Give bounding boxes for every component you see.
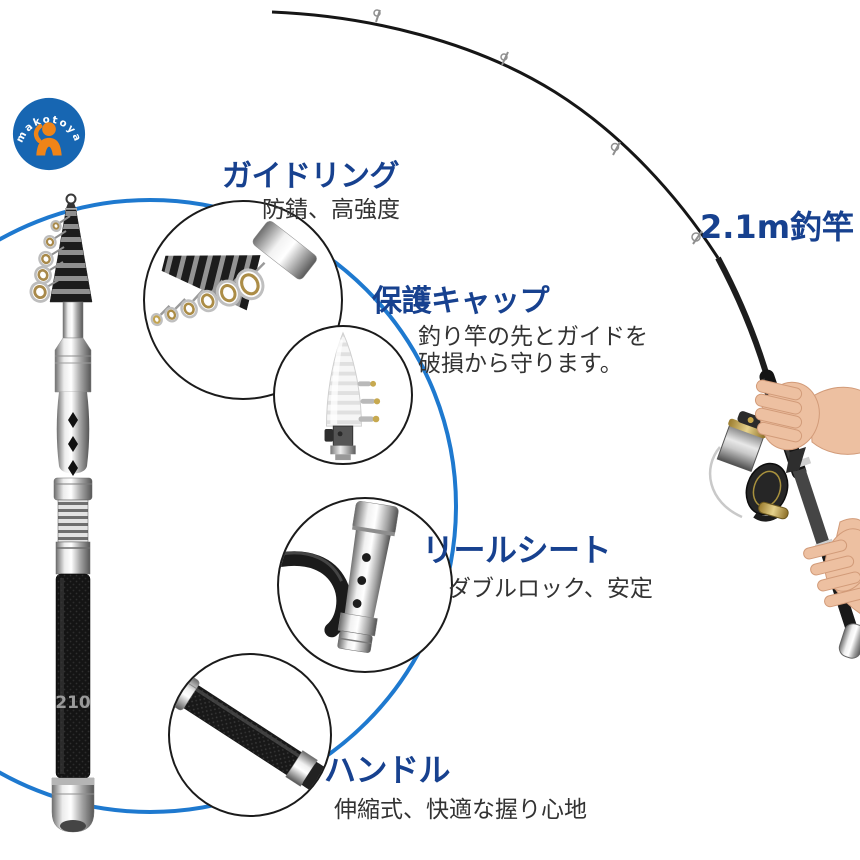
handle-tube (170, 669, 328, 791)
callout-handle-title: ハンドル (324, 751, 451, 789)
reel-spool (716, 411, 767, 472)
callout-guide-ring-desc: 防錆、高強度 (262, 197, 400, 223)
reel-handle-knob (758, 501, 789, 520)
rod-butt-cap (51, 777, 95, 833)
callout-protect-cap-title: 保護キャップ (372, 284, 550, 319)
brand-logo: makotoya (12, 97, 86, 171)
callout-reel-seat-title: リールシート (422, 531, 612, 569)
callout-guide-ring-title: ガイドリング (222, 159, 400, 194)
reel-bail-wire (708, 446, 743, 519)
rod-chrome-body (53, 301, 93, 575)
callout-reel-seat-desc: ダブルロック、安定 (448, 576, 653, 602)
rod-length-label: 2.1m釣竿 (700, 208, 855, 246)
callout-reel-seat-photo (277, 497, 453, 673)
rod-tip-guides (29, 193, 93, 303)
bent-rod-photo (271, 9, 860, 659)
telescopic-rod-photo: 210 (29, 193, 95, 833)
logo-person-icon (33, 122, 62, 156)
callout-handle-desc: 伸縮式、快適な握り心地 (334, 797, 587, 823)
rod-line-guides (373, 9, 703, 245)
rod-grip: 210 (55, 573, 91, 779)
seat-barrel (337, 501, 399, 653)
rod-size-marking: 210 (55, 693, 91, 713)
callout-protect-cap-desc-line1: 釣り竿の先とガイドを (418, 324, 648, 350)
hand-upper (754, 379, 860, 455)
callout-guide-ring-photo (143, 200, 343, 400)
rod-butt-end (838, 623, 860, 659)
cap-guide-tips (357, 380, 381, 423)
callout-protect-cap-desc-line2: 破損から守ります。 (418, 351, 623, 377)
callout-handle-photo (168, 653, 332, 817)
hand-lower (803, 518, 860, 614)
spinning-reel (708, 411, 806, 522)
callout-protect-cap-photo (273, 325, 413, 465)
callout-protect-cap-desc: 釣り竿の先とガイドを 破損から守ります。 (418, 324, 648, 378)
